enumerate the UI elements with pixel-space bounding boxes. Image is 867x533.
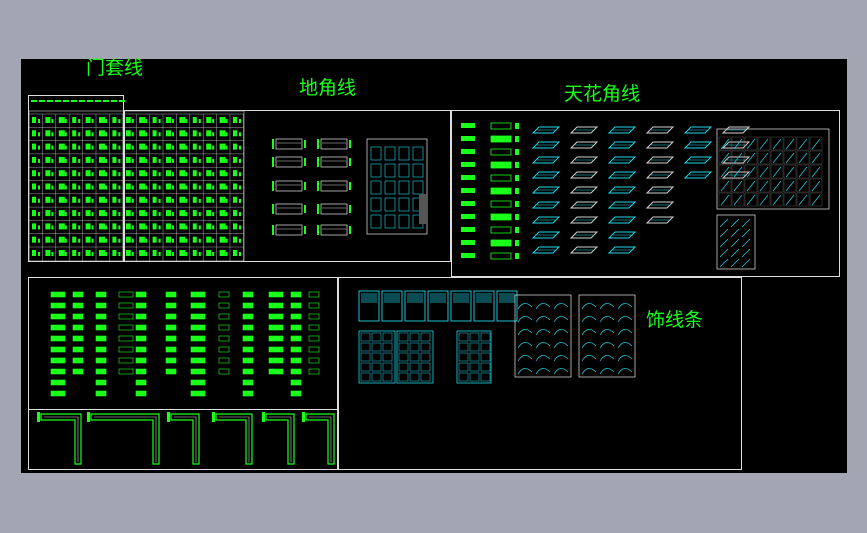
baseboard-panel: [124, 110, 451, 262]
cad-detail-layer: [28, 100, 830, 465]
decor-strip-panel: [338, 277, 742, 470]
cad-drawing-canvas[interactable]: 门套线 地角线 天花角线 饰线条: [21, 59, 847, 473]
door-frame-panel: [28, 95, 124, 262]
baseboard-title: 地角线: [299, 77, 357, 99]
corner-profile-panel: [28, 409, 338, 470]
ceiling-corner-title: 天花角线: [564, 83, 641, 105]
ceiling-corner-panel: [451, 110, 840, 277]
decor-strip-title: 饰线条: [646, 309, 704, 331]
door-frame-title: 门套线: [86, 57, 144, 79]
